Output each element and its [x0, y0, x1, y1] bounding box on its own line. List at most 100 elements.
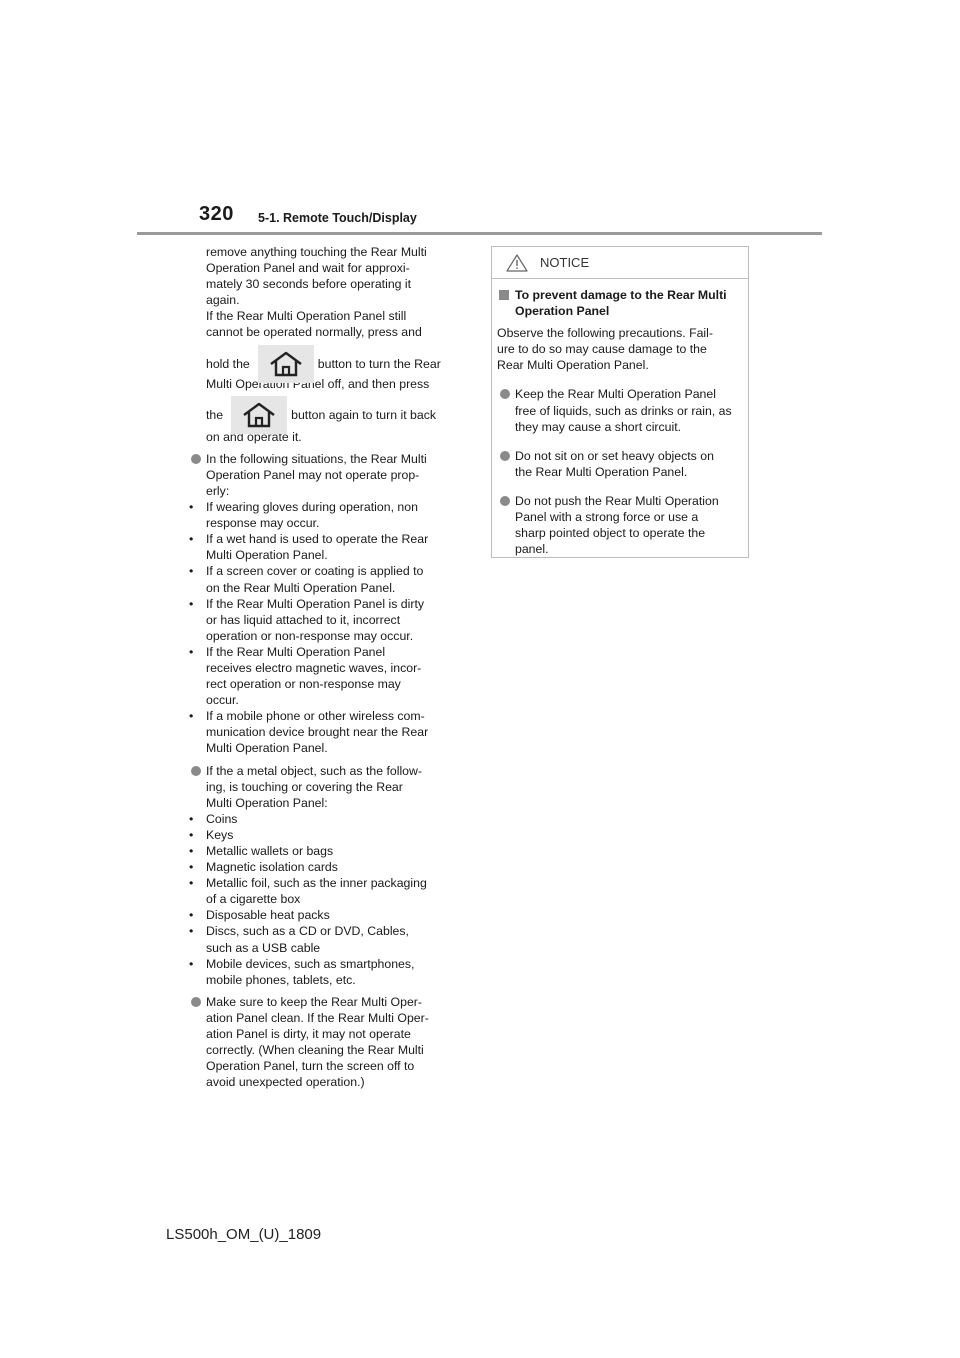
list-dot-icon: • [189, 644, 194, 659]
notice-item-line: the Rear Multi Operation Panel. [515, 464, 688, 479]
notice-header: NOTICE [492, 247, 748, 279]
press-home-line: the button again to turn it back [206, 392, 476, 439]
list-line: Mobile devices, such as smartphones, [206, 956, 415, 971]
notice-item-line: Do not push the Rear Multi Operation [515, 493, 719, 508]
list-line: If the Rear Multi Operation Panel [206, 644, 386, 659]
list-line: mobile phones, tablets, etc. [206, 972, 356, 987]
list-line: If the Rear Multi Operation Panel is dir… [206, 596, 425, 611]
bullet-dot-icon [500, 389, 510, 400]
notice-item-line: sharp pointed object to operate the [515, 526, 706, 541]
list-item: • Magnetic isolation cards [188, 859, 476, 875]
intro-line: cannot be operated normally, press and [206, 325, 422, 340]
list-item: • If the Rear Multi Operation Panel rece… [188, 644, 476, 708]
square-bullet-icon [499, 290, 509, 300]
notice-intro: Observe the following precautions. Fail-… [497, 325, 744, 373]
notice-heading-line: To prevent damage to the Rear Multi [515, 288, 727, 302]
list-line: If a screen cover or coating is applied … [206, 564, 424, 579]
list-dot-icon: • [189, 956, 194, 971]
bullet-line: Make sure to keep the Rear Multi Oper- [206, 994, 422, 1009]
notice-box: NOTICE To prevent damage to the Rear Mul… [491, 246, 749, 558]
bullet-line: Multi Operation Panel: [206, 795, 328, 810]
bullet-dot-icon [191, 996, 201, 1007]
bullet-dot-icon [500, 495, 510, 506]
notice-intro-line: ure to do so may cause damage to the [497, 342, 707, 357]
list-line: operation or non-response may occur. [206, 628, 414, 643]
intro-line: Multi Operation Panel off, and then pres… [206, 376, 430, 391]
list-dot-icon: • [189, 564, 194, 579]
list-dot-icon: • [189, 844, 194, 858]
bullet-dot-icon [500, 450, 510, 461]
list-line: receives electro magnetic waves, incor- [206, 660, 422, 675]
list-dot-icon: • [189, 811, 194, 826]
list-line: munication device brought near the Rear [206, 725, 429, 740]
left-column: remove anything touching the Rear Multi … [189, 244, 476, 1090]
list-line: Multi Operation Panel. [206, 741, 328, 756]
list-line: Metallic wallets or bags [206, 844, 334, 858]
bullet-line: ation Panel is dirty, it may not operate [206, 1027, 411, 1042]
press-text: the [206, 408, 224, 423]
intro-line: again. [206, 293, 240, 308]
notice-heading: To prevent damage to the Rear Multi Oper… [497, 287, 744, 319]
notice-item-line: Keep the Rear Multi Operation Panel [515, 387, 716, 402]
warning-triangle-icon [506, 254, 528, 277]
bullet-dot-icon [191, 453, 201, 464]
list-line: Magnetic isolation cards [206, 860, 338, 875]
list-line: Coins [206, 811, 238, 826]
list-item: • Metallic foil, such as the inner packa… [188, 875, 476, 907]
bullet-metal-objects: If the a metal object, such as the follo… [188, 763, 476, 988]
list-item: • If the Rear Multi Operation Panel is d… [188, 596, 476, 644]
list-dot-icon: • [189, 596, 194, 611]
bullet-line: ation Panel clean. If the Rear Multi Ope… [206, 1010, 429, 1025]
list-line: Discs, such as a CD or DVD, Cables, [206, 924, 409, 939]
home-icon [257, 345, 314, 384]
list-line: If a wet hand is used to operate the Rea… [206, 532, 429, 547]
list-line: on the Rear Multi Operation Panel. [206, 580, 396, 595]
bullet-line: correctly. (When cleaning the Rear Multi [206, 1043, 424, 1058]
hold-text-after: button to turn the Rear [317, 357, 441, 372]
list-dot-icon: • [189, 827, 194, 842]
list-dot-icon: • [189, 532, 194, 547]
list-dot-icon: • [189, 500, 194, 515]
bullet-situations: In the following situations, the Rear Mu… [188, 451, 476, 757]
list-dot-icon: • [189, 908, 194, 923]
list-dot-icon: • [189, 860, 194, 875]
notice-item-line: Do not sit on or set heavy objects on [515, 448, 714, 463]
hold-home-line: hold the button to turn the Rear [206, 341, 476, 388]
intro-paragraph: remove anything touching the Rear Multi … [206, 244, 476, 445]
list-line: Disposable heat packs [206, 908, 330, 923]
list-line: Keys [206, 827, 234, 842]
notice-item-line: they may cause a short circuit. [515, 419, 682, 434]
bullet-keep-clean: Make sure to keep the Rear Multi Oper- a… [188, 994, 476, 1091]
list-dot-icon: • [189, 876, 194, 891]
list-dot-icon: • [189, 924, 194, 939]
notice-label: NOTICE [540, 255, 590, 270]
notice-item: Do not sit on or set heavy objects on th… [497, 448, 744, 480]
bullet-line: ing, is touching or covering the Rear [206, 779, 403, 794]
notice-item-line: free of liquids, such as drinks or rain,… [515, 403, 732, 418]
list-line: If a mobile phone or other wireless com- [206, 709, 425, 724]
notice-item: Do not push the Rear Multi Operation Pan… [497, 493, 744, 557]
list-item: • If wearing gloves during operation, no… [188, 499, 476, 531]
hold-text: hold the [206, 357, 250, 372]
list-line: rect operation or non-response may [206, 677, 401, 692]
list-item: • If a mobile phone or other wireless co… [188, 708, 476, 756]
intro-line: remove anything touching the Rear Multi [206, 245, 427, 259]
bullet-dot-icon [191, 765, 201, 776]
intro-line: If the Rear Multi Operation Panel still [206, 309, 407, 324]
home-icon [231, 396, 288, 435]
list-line: or has liquid attached to it, incorrect [206, 612, 401, 627]
list-line: Metallic foil, such as the inner packagi… [206, 876, 427, 891]
list-item: • Discs, such as a CD or DVD, Cables, su… [188, 923, 476, 955]
notice-intro-line: Rear Multi Operation Panel. [497, 358, 649, 373]
list-item: • If a screen cover or coating is applie… [188, 563, 476, 595]
bullet-line: If the a metal object, such as the follo… [206, 763, 422, 778]
list-line: If wearing gloves during operation, non [206, 500, 418, 515]
notice-body: To prevent damage to the Rear Multi Oper… [492, 279, 748, 557]
notice-item-line: panel. [515, 542, 549, 557]
list-item: • Disposable heat packs [188, 907, 476, 923]
list-line: occur. [206, 693, 239, 708]
list-item: • If a wet hand is used to operate the R… [188, 531, 476, 563]
press-text-after: button again to turn it back [291, 408, 437, 423]
footer-code: LS500h_OM_(U)_1809 [166, 1226, 322, 1243]
list-item: • Metallic wallets or bags [188, 843, 476, 859]
